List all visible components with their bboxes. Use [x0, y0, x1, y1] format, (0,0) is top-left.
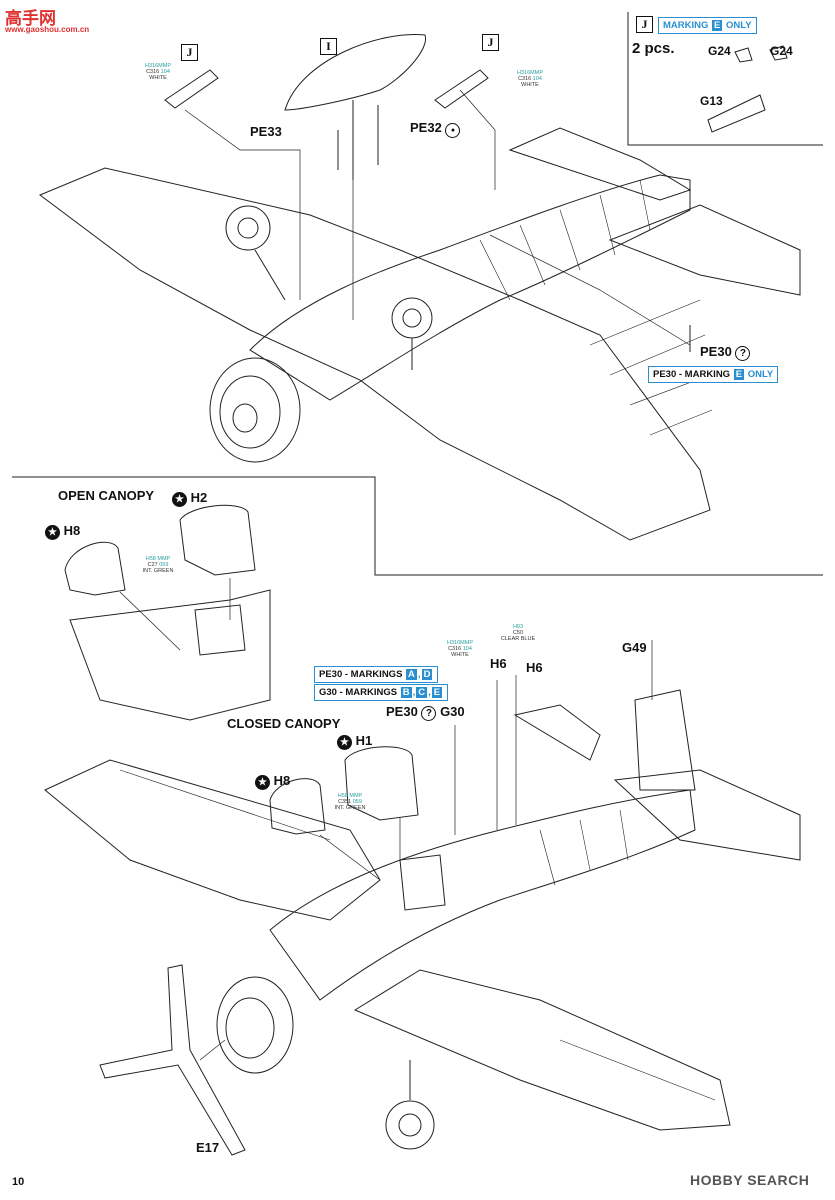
open-canopy-heading: OPEN CANOPY	[58, 488, 155, 503]
closed-canopy-h1	[344, 746, 419, 821]
inset-box	[627, 12, 823, 146]
top-cowl	[209, 357, 301, 463]
watermark-logo: 高手网	[5, 4, 56, 29]
part-pe30-g30: PE30 ? G30	[386, 704, 465, 721]
bottom-cowl	[216, 976, 294, 1074]
inset-part-letter: J	[636, 16, 653, 33]
closed-canopy-callout: H58 MMP C351 059 INT. GREEN	[334, 793, 366, 811]
part-h8-closed: ★ H8	[255, 773, 290, 790]
g30-markings-note: G30 - MARKINGS B,C,E	[314, 684, 449, 701]
propeller	[99, 964, 246, 1156]
top-wing	[38, 167, 711, 541]
open-canopy-callout: H58 MMP C27 059 INT. GREEN	[142, 556, 174, 574]
watermark-url: www.gaoshou.com.cn	[5, 25, 90, 34]
inset-part-g13: G13	[700, 94, 723, 108]
pe30-markings-note: PE30 - MARKINGS A,D	[314, 666, 439, 683]
top-hstab	[608, 204, 801, 296]
top-part-letter-left: J	[181, 44, 198, 61]
part-h8-open: ★ H8	[45, 523, 80, 540]
bottom-wing-right	[353, 969, 731, 1131]
inset-qty: 2 pcs.	[632, 40, 675, 57]
part-pe30-top: PE30 ?	[700, 344, 751, 361]
closed-canopy-h8	[269, 778, 326, 835]
bottom-vstab	[634, 689, 696, 791]
bottom-hstab	[613, 769, 801, 861]
part-e17: E17	[196, 1140, 220, 1155]
bottom-hstab-left	[513, 704, 601, 761]
inset-part-g24-b: G24	[770, 44, 793, 58]
top-tail	[508, 127, 692, 201]
part-g49: G49	[622, 640, 647, 655]
part-h6-a: H6	[490, 656, 507, 671]
bottom-wing-left	[44, 759, 381, 921]
part-h2: ★ H2	[172, 490, 207, 507]
page-number: 10	[12, 1176, 25, 1188]
section-divider	[12, 476, 823, 576]
h6-white-callout: H316MMP C316 104 WHITE	[447, 640, 473, 658]
top-part-letter-center: I	[320, 38, 337, 55]
hobby-search-logo: HOBBY SEARCH	[690, 1172, 810, 1188]
open-canopy-h8	[64, 541, 126, 596]
top-fuselage	[249, 174, 691, 401]
inset-part-g24-a: G24	[708, 44, 731, 58]
part-pe32: PE32 ●	[410, 120, 461, 138]
open-canopy-h2	[179, 504, 256, 576]
part-pe33: PE33	[250, 124, 282, 139]
watermark-site-name: 高手网	[5, 9, 56, 28]
bottom-fuselage	[269, 789, 696, 1001]
top-callout-right: H316MMP C316 104 WHITE	[517, 70, 543, 88]
top-callout-left: H316MMP C316 104 WHITE	[145, 63, 171, 81]
inset-marking-note: MARKING E ONLY	[658, 17, 757, 34]
top-part-letter-right: J	[482, 34, 499, 51]
part-h6-b: H6	[526, 660, 543, 675]
top-canopy-part	[284, 33, 426, 111]
closed-canopy-heading: CLOSED CANOPY	[227, 716, 341, 731]
part-h1: ★ H1	[337, 733, 372, 750]
pe30-marking-e-only: PE30 - MARKING E ONLY	[648, 366, 779, 383]
h6-blue-callout: H93 C50 CLEAR BLUE	[500, 624, 536, 642]
